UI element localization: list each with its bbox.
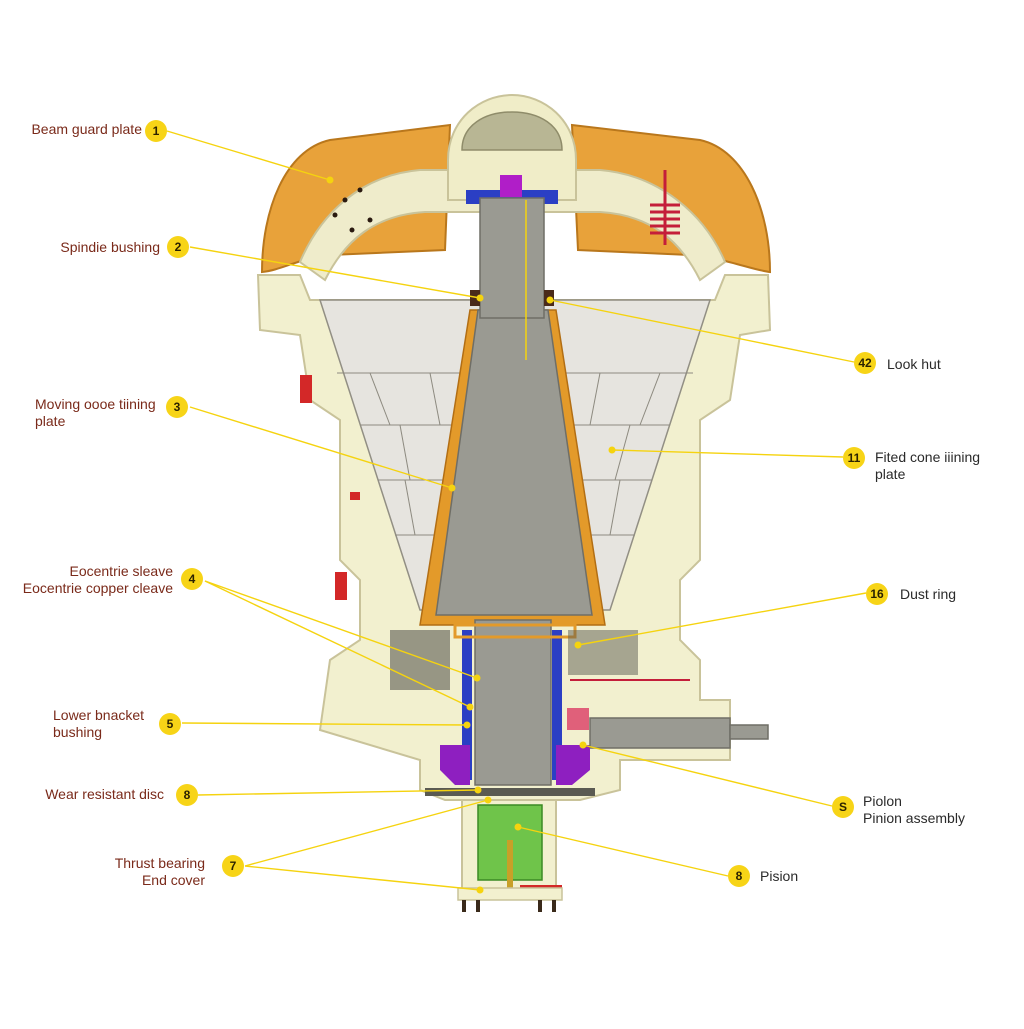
callout-moving-cone-lining-plate: Moving oooe tiining plate bbox=[35, 396, 156, 430]
beam-inner-frame bbox=[298, 169, 727, 282]
callout-label: Pision bbox=[760, 868, 799, 884]
callout-badge-moving-cone-lining-plate: 3 bbox=[166, 396, 188, 418]
callout-fixed-cone-lining-plate: Fited cone iiining plate bbox=[875, 449, 980, 483]
callout-label: Moving oooe tiining bbox=[35, 396, 156, 412]
pinion-gear bbox=[567, 708, 589, 730]
callout-lower-bracket-bushing: Lower bnacket bushing bbox=[53, 707, 144, 741]
red-flange-left-small bbox=[350, 492, 360, 500]
callout-dust-ring: Dust ring bbox=[900, 586, 956, 603]
wear-resistant-disc bbox=[425, 788, 595, 796]
red-flange-left-lower bbox=[335, 572, 347, 600]
callout-label: Piolon bbox=[863, 793, 902, 809]
end-cover-bolts bbox=[462, 900, 556, 912]
callout-label: Wear resistant disc bbox=[45, 786, 164, 802]
callout-badge-eccentric-sleeve: 4 bbox=[181, 568, 203, 590]
eccentric-sleeve-right bbox=[552, 630, 562, 780]
pinion-shaft-end bbox=[729, 724, 769, 740]
callout-wear-resistant-disc: Wear resistant disc bbox=[20, 786, 164, 803]
callout-beam-guard-plate: Beam guard plate bbox=[20, 121, 142, 138]
lower-bracket-left bbox=[440, 745, 470, 785]
piston-rod bbox=[507, 840, 513, 892]
callout-label: Lower bnacket bbox=[53, 707, 145, 723]
callout-eccentric-sleeve: Eocentrie sleave Eocentrie copper cleave bbox=[8, 563, 173, 597]
callout-lock-nut: Look hut bbox=[887, 356, 941, 373]
right-housing-block bbox=[568, 630, 638, 675]
callout-label: bushing bbox=[53, 724, 103, 740]
callout-label: Beam guard plate bbox=[31, 121, 142, 137]
spindle bbox=[479, 197, 545, 319]
spindle-top-cap bbox=[500, 175, 522, 197]
callout-badge-piston: 8 bbox=[728, 865, 750, 887]
callout-badge-thrust-bearing-end-cover: 7 bbox=[222, 855, 244, 877]
leader-lines bbox=[166, 130, 867, 891]
callout-label: Eocentrie copper cleave bbox=[22, 580, 173, 596]
end-cover bbox=[457, 887, 563, 901]
callout-spindle-bushing: Spindie bushing bbox=[20, 239, 160, 256]
callout-thrust-bearing-end-cover: Thrust bearing End cover bbox=[80, 855, 205, 889]
callout-label: Fited cone iiining bbox=[875, 449, 981, 465]
callout-label: Thrust bearing bbox=[114, 855, 205, 871]
callout-label: End cover bbox=[141, 872, 205, 888]
callout-badge-pinion-assembly: S bbox=[832, 796, 854, 818]
red-spring bbox=[650, 170, 680, 245]
pinion-shaft bbox=[589, 717, 731, 749]
callout-label: Spindie bushing bbox=[60, 239, 160, 255]
callout-label: Eocentrie sleave bbox=[69, 563, 173, 579]
callout-badge-dust-ring: 16 bbox=[866, 583, 888, 605]
callout-badge-lower-bracket-bushing: 5 bbox=[159, 713, 181, 735]
callout-pinion-assembly: Piolon Pinion assembly bbox=[863, 793, 965, 827]
callout-badge-lock-nut: 42 bbox=[854, 352, 876, 374]
leader-endpoints bbox=[326, 176, 616, 894]
left-housing-block bbox=[390, 630, 450, 690]
lower-bracket-right bbox=[556, 745, 590, 785]
callout-badge-fixed-cone-lining-plate: 11 bbox=[843, 447, 865, 469]
callout-label: Pinion assembly bbox=[863, 810, 965, 826]
callout-label: plate bbox=[35, 413, 66, 429]
callout-badge-spindle-bushing: 2 bbox=[167, 236, 189, 258]
callout-label: plate bbox=[875, 466, 906, 482]
spindle-bushing-left bbox=[470, 290, 480, 306]
top-cap-dome bbox=[461, 111, 563, 151]
callout-label: Look hut bbox=[887, 356, 941, 372]
callout-badge-beam-guard-plate: 1 bbox=[145, 120, 167, 142]
callout-piston: Pision bbox=[760, 868, 798, 885]
callout-badge-wear-resistant-disc: 8 bbox=[176, 784, 198, 806]
red-flange-left-upper bbox=[300, 375, 312, 403]
callout-label: Dust ring bbox=[900, 586, 957, 602]
main-shaft bbox=[474, 619, 552, 786]
